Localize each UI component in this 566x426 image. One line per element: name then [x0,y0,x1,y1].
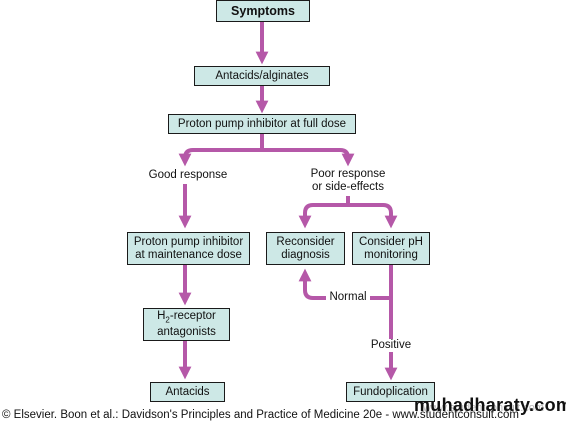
node-ppi-full-dose-label: Proton pump inhibitor at full dose [177,117,347,130]
edge-label-poor-response-line2: or side-effects [311,181,384,193]
node-ph-monitoring: Consider pH monitoring [352,232,430,265]
node-h2-line2: antagonists [157,326,216,339]
arrow-poor-response-split [298,196,350,229]
node-h2-suffix: -receptor [169,309,216,322]
edge-label-normal-text: Normal [329,291,367,303]
edge-label-good-response-text: Good response [148,169,228,181]
node-ppi-maintenance: Proton pump inhibitor at maintenance dos… [127,232,250,265]
edge-label-poor-response-line1: Poor response [310,168,386,180]
edge-label-poor-response: Poor response or side-effects [302,168,394,194]
node-h2-prefix: H [157,309,166,322]
node-h2-line1: H2-receptor [157,310,216,326]
arrow-branch-good-response [178,148,262,167]
node-symptoms: Symptoms [216,0,310,22]
node-reconsider-line2: diagnosis [281,248,330,261]
copyright-footer: © Elsevier. Boon et al.: Davidson's Prin… [2,409,519,421]
node-h2-antagonists: H2-receptor antagonists [143,308,230,341]
watermark-url: www.studentconsult.com [423,402,545,414]
node-fundoplication-label: Fundoplication [353,385,428,398]
node-reconsider-diagnosis: Reconsider diagnosis [266,232,345,265]
edge-label-normal: Normal [326,291,370,304]
node-ppi-maintenance-line2: at maintenance dose [135,248,242,261]
node-ph-monitoring-line1: Consider pH [359,235,423,248]
node-antacids-alginates: Antacids/alginates [194,66,330,86]
node-reconsider-line1: Reconsider [276,235,335,248]
node-antacids-label: Antacids [165,385,210,398]
arrow-branch-poor-response [262,148,355,167]
node-ph-monitoring-line2: monitoring [364,248,418,261]
site-logo: muhadharaty.com [414,395,566,415]
node-antacids: Antacids [150,382,225,402]
arrow-poor-response-split-right [348,203,398,229]
node-symptoms-label: Symptoms [231,3,295,18]
node-ppi-full-dose: Proton pump inhibitor at full dose [168,114,356,134]
node-ppi-maintenance-line1: Proton pump inhibitor [133,235,244,248]
arrow-normal-to-reconsider [298,268,391,300]
node-h2-subscript: 2 [165,315,170,325]
node-antacids-alginates-label: Antacids/alginates [215,69,309,82]
edge-label-positive: Positive [368,339,414,352]
edge-label-good-response: Good response [143,169,233,182]
edge-label-positive-text: Positive [370,339,412,351]
node-fundoplication: Fundoplication [346,382,435,402]
